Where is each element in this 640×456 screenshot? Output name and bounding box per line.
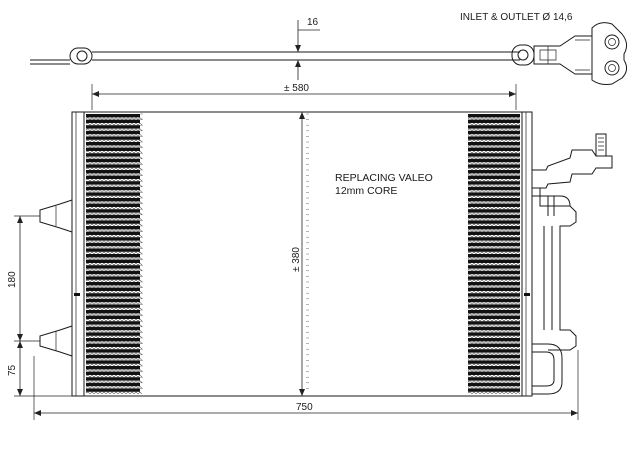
core-width-label: ± 580: [284, 83, 309, 94]
core-width-dimension: ± 580: [91, 83, 517, 110]
core-height-label: ± 380: [291, 247, 302, 272]
port-dimensions: 180 75: [7, 215, 72, 397]
overall-width-label: 750: [296, 402, 313, 413]
replacing-note-line2: 12mm CORE: [335, 185, 397, 197]
overall-width-dimension: 750: [33, 350, 579, 420]
fin-block-left: [85, 114, 143, 395]
replacing-note-line1: REPLACING VALEO: [335, 172, 433, 184]
top-view: 16 INLET & OUTLET Ø 14,6: [30, 12, 628, 85]
inlet-outlet-label: INLET & OUTLET Ø 14,6: [460, 12, 573, 23]
port-spacing-label: 180: [7, 271, 18, 288]
front-view: ± 380 REPLACING VALEO 12mm CORE: [39, 111, 613, 397]
fin-block-right: [467, 114, 521, 395]
port-bottom-label: 75: [7, 364, 18, 376]
core-tubes: [140, 113, 309, 389]
pipe-offset-label: 16: [307, 17, 319, 28]
